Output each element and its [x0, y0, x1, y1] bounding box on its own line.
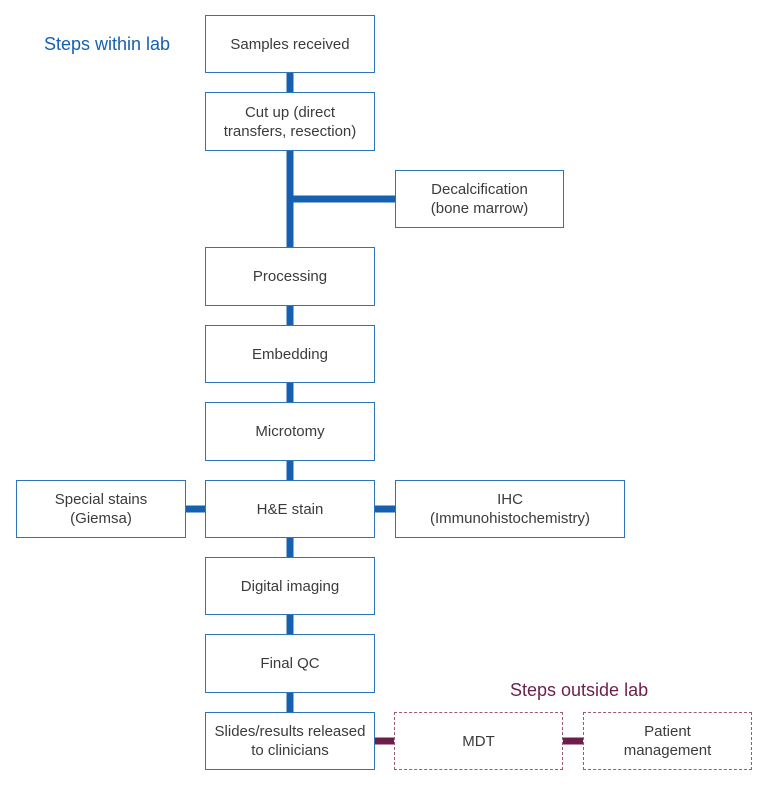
node-microtomy: Microtomy — [205, 402, 375, 461]
node-cut-up: Cut up (direct transfers, resection) — [205, 92, 375, 151]
node-patient-management: Patient management — [583, 712, 752, 770]
node-digital-imaging: Digital imaging — [205, 557, 375, 615]
node-mdt: MDT — [394, 712, 563, 770]
node-samples-received: Samples received — [205, 15, 375, 73]
heading-steps-within-lab: Steps within lab — [44, 34, 171, 54]
node-processing: Processing — [205, 247, 375, 306]
node-decalcification: Decalcification (bone marrow) — [395, 170, 564, 228]
heading-steps-outside-lab: Steps outside lab — [510, 680, 649, 700]
node-he-stain: H&E stain — [205, 480, 375, 538]
node-slides-released: Slides/results released to clinicians — [205, 712, 375, 770]
node-ihc: IHC (Immunohistochemistry) — [395, 480, 625, 538]
node-final-qc: Final QC — [205, 634, 375, 693]
node-embedding: Embedding — [205, 325, 375, 383]
node-special-stains: Special stains (Giemsa) — [16, 480, 186, 538]
